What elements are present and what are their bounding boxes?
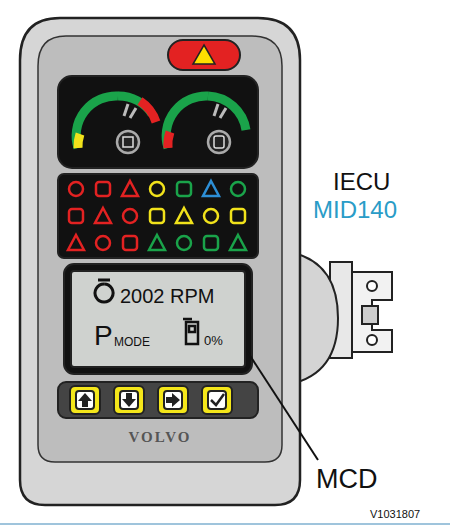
mode-label: MODE bbox=[114, 336, 150, 348]
mid-number: MID140 bbox=[313, 198, 397, 222]
warning-lamp bbox=[168, 40, 240, 70]
mode-letter: P bbox=[94, 322, 113, 350]
part-label: MCD bbox=[316, 466, 378, 493]
unit-name: IECU bbox=[333, 170, 390, 194]
engine-speed: 2002 RPM bbox=[120, 286, 215, 306]
brand-badge: VOLVO bbox=[128, 430, 191, 445]
indicator-panel bbox=[58, 174, 258, 258]
display-screen: 2002 RPM PMODE 0% bbox=[70, 270, 246, 368]
buttons bbox=[58, 382, 258, 418]
mounting-bracket bbox=[330, 262, 392, 358]
rule bbox=[0, 523, 450, 525]
fuel-level: 0% bbox=[204, 334, 223, 347]
gauge-panel bbox=[58, 76, 258, 168]
indicator-icons bbox=[68, 181, 246, 250]
housing bbox=[20, 18, 300, 505]
screen-frame bbox=[64, 264, 252, 374]
face bbox=[38, 36, 282, 462]
figure-id: V1031807 bbox=[370, 509, 420, 520]
